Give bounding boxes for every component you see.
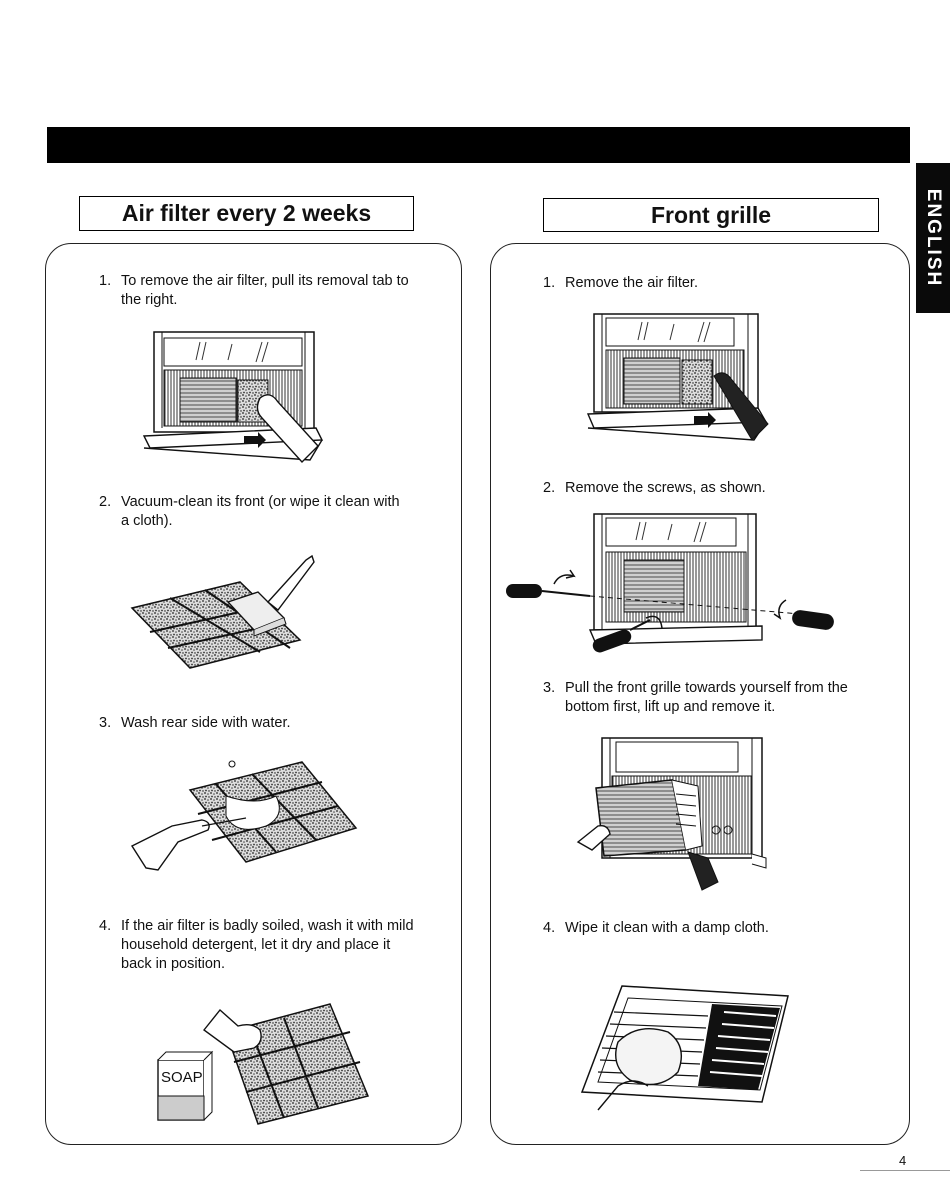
soap-wash-illustration: SOAP	[157, 1003, 370, 1125]
step-number: 2.	[99, 494, 112, 510]
wash-filter-illustration	[130, 760, 358, 871]
air-filter-step-3: 3. Wash rear side with water.	[99, 714, 409, 733]
air-filter-step-2: 2. Vacuum-clean its front (or wipe it cl…	[99, 493, 409, 531]
front-grille-step-3: 3. Pull the front grille towards yoursel…	[543, 679, 878, 717]
footer-rule	[860, 1170, 950, 1171]
page-number: 4	[899, 1153, 907, 1168]
remove-screws-illustration	[506, 513, 834, 653]
step-text: Vacuum-clean its front (or wipe it clean…	[121, 494, 400, 529]
air-filter-step-1: 1. To remove the air filter, pull its re…	[99, 272, 409, 310]
step-text: Wash rear side with water.	[121, 715, 291, 731]
pull-filter-tab-illustration	[142, 331, 324, 464]
header-bar	[47, 127, 910, 163]
step-text: If the air filter is badly soiled, wash …	[121, 918, 414, 972]
pull-grille-illustration	[576, 737, 767, 891]
step-number: 1.	[543, 275, 556, 291]
front-grille-step-2: 2. Remove the screws, as shown.	[543, 479, 863, 498]
step-text: To remove the air filter, pull its remov…	[121, 273, 409, 308]
soap-box-label: SOAP	[161, 1069, 203, 1086]
wipe-grille-illustration	[580, 985, 789, 1111]
vacuum-filter-illustration	[130, 554, 315, 669]
remove-filter-illustration	[586, 313, 769, 441]
step-number: 3.	[543, 680, 556, 696]
front-grille-panel	[490, 243, 910, 1145]
air-filter-step-4: 4. If the air filter is badly soiled, wa…	[99, 917, 419, 974]
step-number: 1.	[99, 273, 112, 289]
step-text: Wipe it clean with a damp cloth.	[565, 920, 769, 936]
front-grille-step-4: 4. Wipe it clean with a damp cloth.	[543, 919, 863, 938]
step-number: 3.	[99, 715, 112, 731]
step-number: 2.	[543, 480, 556, 496]
front-grille-step-1: 1. Remove the air filter.	[543, 274, 863, 293]
air-filter-panel	[45, 243, 462, 1145]
step-number: 4.	[99, 918, 112, 934]
step-text: Remove the screws, as shown.	[565, 480, 766, 496]
section-title-air-filter: Air filter every 2 weeks	[79, 196, 414, 231]
step-number: 4.	[543, 920, 556, 936]
language-tab: ENGLISH	[916, 163, 950, 313]
step-text: Pull the front grille towards yourself f…	[565, 680, 848, 715]
step-text: Remove the air filter.	[565, 275, 698, 291]
language-tab-label: ENGLISH	[923, 188, 945, 288]
section-title-front-grille: Front grille	[543, 198, 879, 232]
